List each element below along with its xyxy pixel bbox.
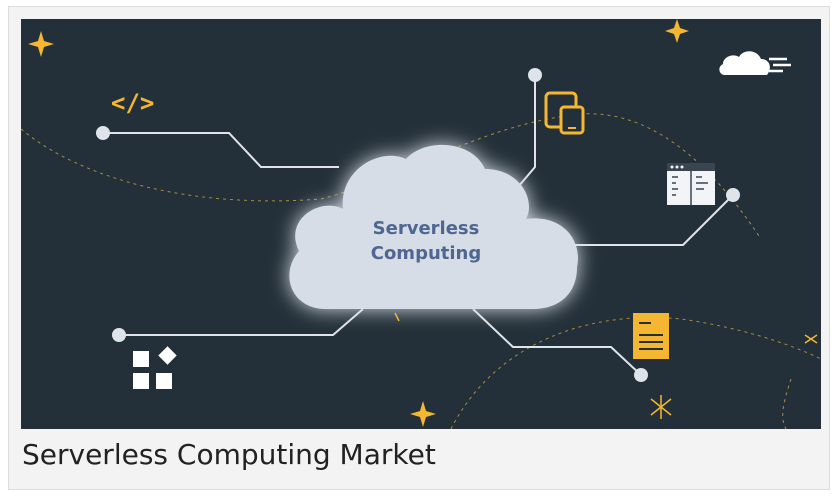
- cloud-title-line2: Computing: [371, 243, 482, 264]
- cloud-title-line1: Serverless: [373, 218, 480, 239]
- connector-dots: [96, 68, 740, 382]
- sparkle-icons: [28, 19, 689, 427]
- connector-dot: [528, 68, 542, 82]
- document-icon: [633, 313, 669, 359]
- code-icon: </>: [111, 89, 154, 117]
- sparkle-icon: [28, 31, 54, 57]
- sparkle-icon: [410, 401, 436, 427]
- connector-dot: [96, 126, 110, 140]
- sparkle-icon: [665, 19, 689, 43]
- connector-dot: [112, 328, 126, 342]
- hero-image[interactable]: Serverless Computing </>: [21, 19, 821, 429]
- connector-dot: [634, 368, 648, 382]
- cloud-shape: [289, 144, 578, 309]
- serverless-illustration: Serverless Computing </>: [21, 19, 821, 429]
- devices-icon: [544, 91, 585, 135]
- code-window-icon: [667, 163, 715, 205]
- apps-grid-icon: [133, 346, 177, 389]
- image-caption: Serverless Computing Market: [22, 438, 436, 471]
- image-card: Serverless Computing </>: [8, 6, 830, 490]
- accent-marks: [394, 312, 818, 419]
- connector-dot: [726, 188, 740, 202]
- cloud-icon: [719, 51, 791, 75]
